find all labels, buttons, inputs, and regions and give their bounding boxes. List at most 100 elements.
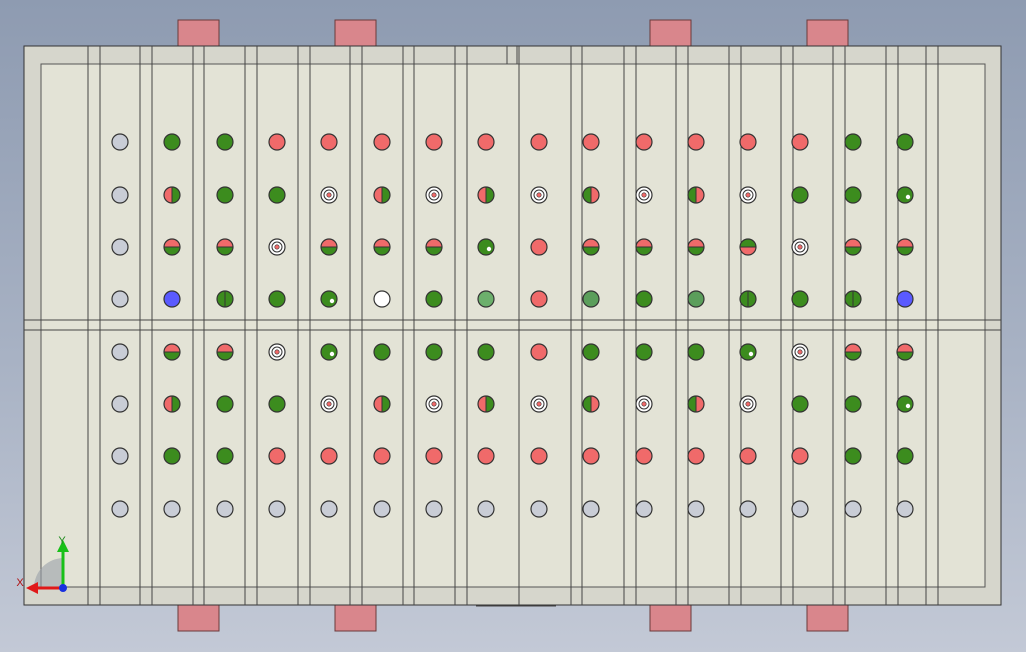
hole	[373, 395, 391, 413]
mounting-tab-bottom	[649, 604, 692, 632]
mounting-tab-top	[177, 19, 220, 47]
hole	[739, 500, 757, 518]
hole	[791, 133, 809, 151]
hole	[739, 133, 757, 151]
hole	[425, 133, 443, 151]
mounting-tab-top	[649, 19, 692, 47]
hole	[373, 238, 391, 256]
hole	[477, 395, 495, 413]
hole	[530, 447, 548, 465]
hole	[477, 290, 495, 308]
hole	[791, 395, 809, 413]
hole	[791, 447, 809, 465]
hole	[582, 290, 600, 308]
hole	[268, 395, 286, 413]
hole	[268, 343, 286, 361]
hole	[791, 186, 809, 204]
hole	[844, 133, 862, 151]
hole	[739, 395, 757, 413]
hole	[268, 186, 286, 204]
hole	[896, 500, 914, 518]
mounting-tab-bottom	[806, 604, 849, 632]
hole	[373, 290, 391, 308]
hole	[896, 343, 914, 361]
hole	[477, 447, 495, 465]
y-axis-arrow	[57, 540, 69, 552]
hole	[477, 343, 495, 361]
hole	[111, 343, 129, 361]
mounting-tabs	[177, 19, 849, 632]
mounting-tab-bottom	[334, 604, 377, 632]
hole	[373, 186, 391, 204]
hole	[635, 133, 653, 151]
x-axis-arrow	[26, 582, 38, 594]
hole	[216, 238, 234, 256]
center-split	[476, 46, 556, 607]
hole	[582, 343, 600, 361]
hole	[163, 500, 181, 518]
hole	[582, 447, 600, 465]
mounting-tab-bottom	[177, 604, 220, 632]
hole	[268, 238, 286, 256]
hole	[373, 133, 391, 151]
hole	[425, 238, 443, 256]
hole	[896, 186, 914, 204]
coordinate-triad: Y X	[16, 535, 69, 594]
hole	[320, 238, 338, 256]
hole	[582, 186, 600, 204]
hole	[896, 238, 914, 256]
hole	[320, 343, 338, 361]
hole	[216, 133, 234, 151]
hole	[582, 238, 600, 256]
hole	[635, 238, 653, 256]
hole	[582, 500, 600, 518]
mounting-tab-top	[334, 19, 377, 47]
hole	[111, 186, 129, 204]
hole	[320, 186, 338, 204]
hole	[530, 133, 548, 151]
hole	[163, 186, 181, 204]
triad-shading	[34, 558, 64, 588]
hole	[163, 290, 181, 308]
hole	[320, 395, 338, 413]
hole	[635, 343, 653, 361]
hole	[635, 447, 653, 465]
hole	[530, 395, 548, 413]
hole	[216, 447, 234, 465]
inner-plate[interactable]	[40, 63, 986, 588]
hole	[163, 447, 181, 465]
hole	[530, 238, 548, 256]
hole	[373, 447, 391, 465]
hole	[425, 500, 443, 518]
hole	[687, 133, 705, 151]
hole	[791, 500, 809, 518]
hole	[739, 447, 757, 465]
hole	[844, 186, 862, 204]
hole	[320, 290, 338, 308]
hole	[320, 500, 338, 518]
hole	[163, 395, 181, 413]
hole	[530, 290, 548, 308]
hole	[320, 133, 338, 151]
hole	[896, 447, 914, 465]
mounting-tab-top	[806, 19, 849, 47]
hole	[477, 238, 495, 256]
hole	[687, 447, 705, 465]
hole	[791, 238, 809, 256]
hole	[635, 500, 653, 518]
hole	[687, 500, 705, 518]
hole	[635, 290, 653, 308]
hole	[425, 395, 443, 413]
hole	[216, 395, 234, 413]
hole	[111, 395, 129, 413]
hole	[268, 500, 286, 518]
hole	[687, 186, 705, 204]
hole	[163, 238, 181, 256]
hole	[111, 133, 129, 151]
hole	[739, 186, 757, 204]
horizontal-crossbar	[24, 319, 1001, 331]
x-axis-label: X	[16, 577, 24, 589]
hole	[844, 395, 862, 413]
hole	[425, 447, 443, 465]
